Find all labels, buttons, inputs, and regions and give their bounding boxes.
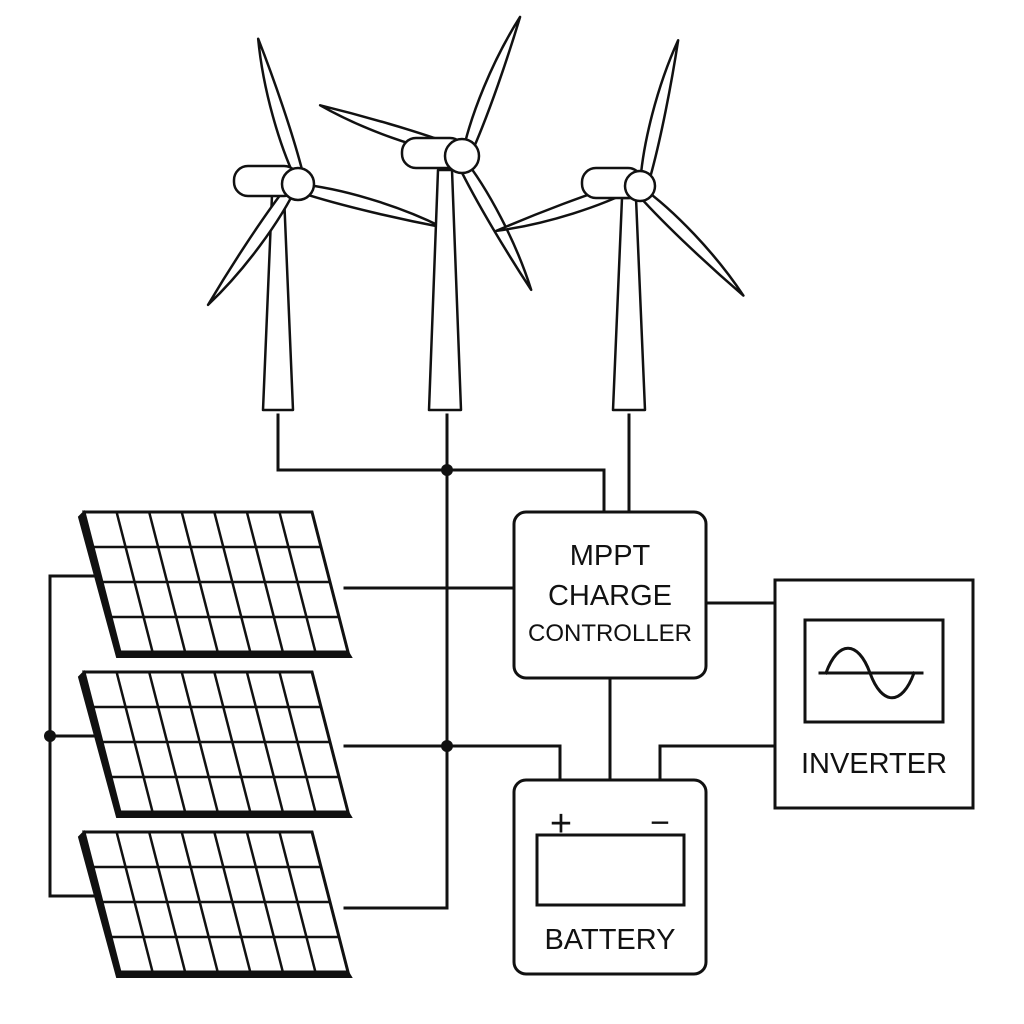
panel-cell-col-line (115, 511, 154, 653)
turbine-blade (296, 182, 444, 229)
turbine-blade (206, 182, 300, 307)
controller-label-line3: CONTROLLER (528, 620, 692, 647)
junction-dot (441, 464, 453, 476)
battery-positive-label: + (550, 803, 572, 845)
panel-cell-col-line (147, 511, 187, 653)
inverter-label: INVERTER (801, 748, 947, 780)
panel-cell-col-line (180, 511, 219, 653)
turbine-blade (460, 15, 522, 158)
turbine-blade (638, 39, 680, 188)
solar-panel-array (77, 510, 353, 978)
battery-negative-label: − (650, 804, 670, 842)
controller-box (512, 510, 708, 680)
inverter: INVERTER (773, 578, 975, 810)
battery-label: BATTERY (544, 924, 675, 956)
panel-cell-col-line (213, 511, 252, 653)
solar-panel-2 (77, 670, 353, 818)
wire-turbine-bus (276, 413, 606, 514)
turbine-blade (456, 154, 533, 292)
panel-cell-col-line (115, 671, 154, 813)
turbine-blade (636, 184, 745, 297)
turbine-tower (427, 168, 463, 412)
solar-panel-1 (77, 510, 353, 658)
turbine-hub (280, 166, 316, 202)
panel-cell-col-line (213, 671, 252, 813)
junction-dot (441, 740, 453, 752)
sine-wave-icon (824, 646, 916, 700)
panel-cell-col-line (245, 671, 285, 813)
panel-cell-col-line (213, 831, 252, 973)
panel-cell-col-line (245, 831, 285, 973)
controller-label-line1: MPPT (570, 540, 651, 572)
turbine-hub (623, 169, 657, 203)
junction-dot (44, 730, 56, 742)
panel-cell-col-line (278, 831, 317, 973)
turbine-tower (611, 196, 647, 412)
panel-cell-col-line (147, 671, 187, 813)
wind-turbine-2 (318, 15, 533, 412)
battery: + − BATTERY (512, 778, 708, 976)
panel-cell-col-line (278, 671, 317, 813)
controller-label-line2: CHARGE (548, 580, 672, 612)
wire-battery-negative-to-inverter (658, 744, 777, 782)
battery-cell-icon (535, 833, 686, 907)
panel-cell-col-line (278, 511, 317, 653)
wiring (44, 413, 777, 910)
panel-cell-col-line (180, 671, 219, 813)
panel-cell-col-line (115, 831, 154, 973)
wire-bus-to-battery-positive (343, 744, 562, 782)
turbine-hub (443, 137, 481, 175)
turbine-blade (256, 37, 306, 186)
wind-turbine-3 (494, 39, 745, 412)
solar-panel-3 (77, 830, 353, 978)
panel-cell-col-line (147, 831, 187, 973)
panel-cell-col-line (245, 511, 285, 653)
wind-turbine-1 (206, 37, 444, 412)
mppt-charge-controller: MPPT CHARGE CONTROLLER (512, 510, 708, 680)
panel-cell-col-line (180, 831, 219, 973)
